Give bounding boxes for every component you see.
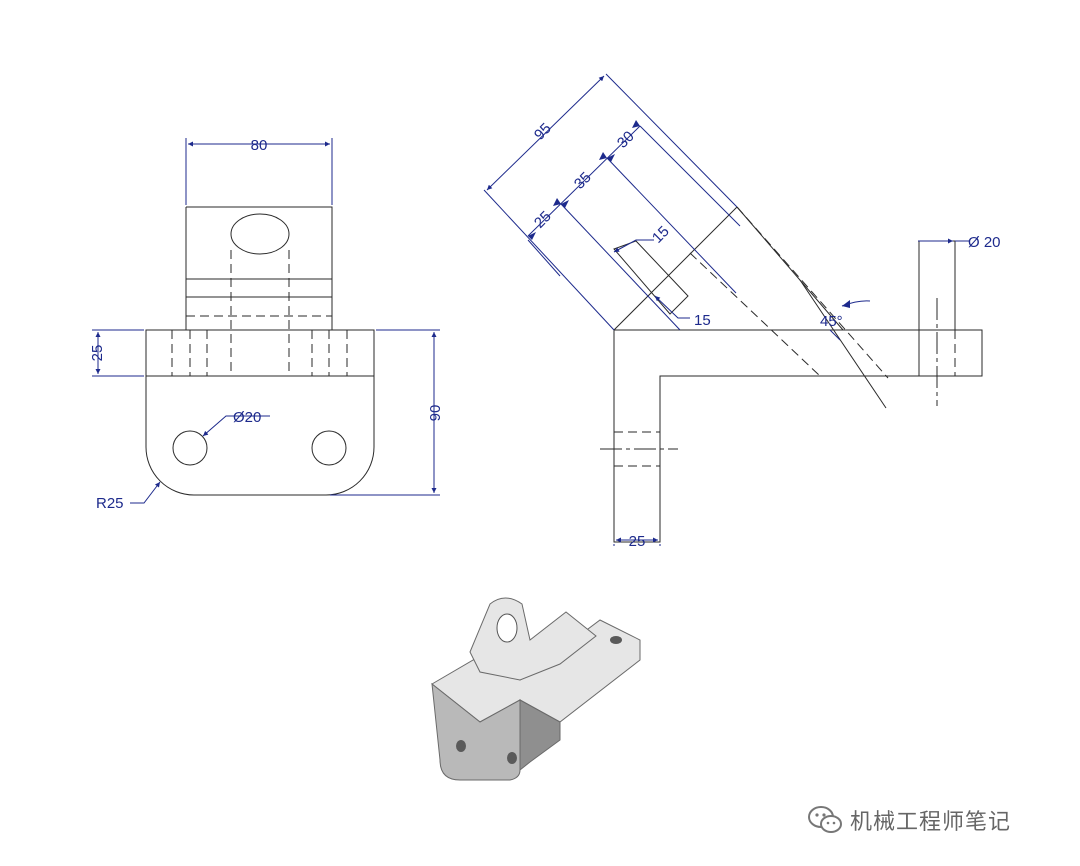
iso-plate-hole: [610, 636, 622, 644]
dim-slot-15-top: 15: [649, 223, 673, 247]
dim-r25: R25: [96, 495, 124, 512]
iso-leg-side: [519, 699, 561, 772]
iso-hole-1: [456, 740, 466, 752]
left-mount-hole: [172, 430, 208, 466]
dim-boss-dia: Ø 20: [968, 234, 1001, 251]
dim-angle-45: 45°: [820, 313, 843, 330]
dim-95: 95: [531, 120, 555, 144]
dim-hole-dia: Ø20: [233, 409, 261, 426]
right-mount-hole: [311, 430, 347, 466]
watermark: 机械工程师笔记: [808, 800, 1011, 840]
dim-slot-15-side: 15: [694, 312, 711, 329]
dim-90: 90: [427, 405, 444, 422]
dim-25-front: 25: [89, 345, 106, 362]
wechat-icon: [808, 806, 842, 833]
dim-35-slant: 35: [571, 169, 595, 193]
iso-hole-2: [507, 752, 517, 764]
front-view: 80 25 90 Ø20 R25: [89, 137, 444, 512]
boss-hole-ellipse: [230, 213, 290, 255]
iso-boss-hole: [496, 613, 518, 643]
side-view: 95 25 35 30 15 15 45° Ø 20: [483, 73, 1001, 550]
dim-80: 80: [251, 137, 268, 154]
dim-25-slant: 25: [531, 208, 555, 232]
dim-25-base: 25: [629, 533, 646, 550]
watermark-text: 机械工程师笔记: [850, 810, 1012, 835]
isometric-view: [431, 597, 641, 781]
